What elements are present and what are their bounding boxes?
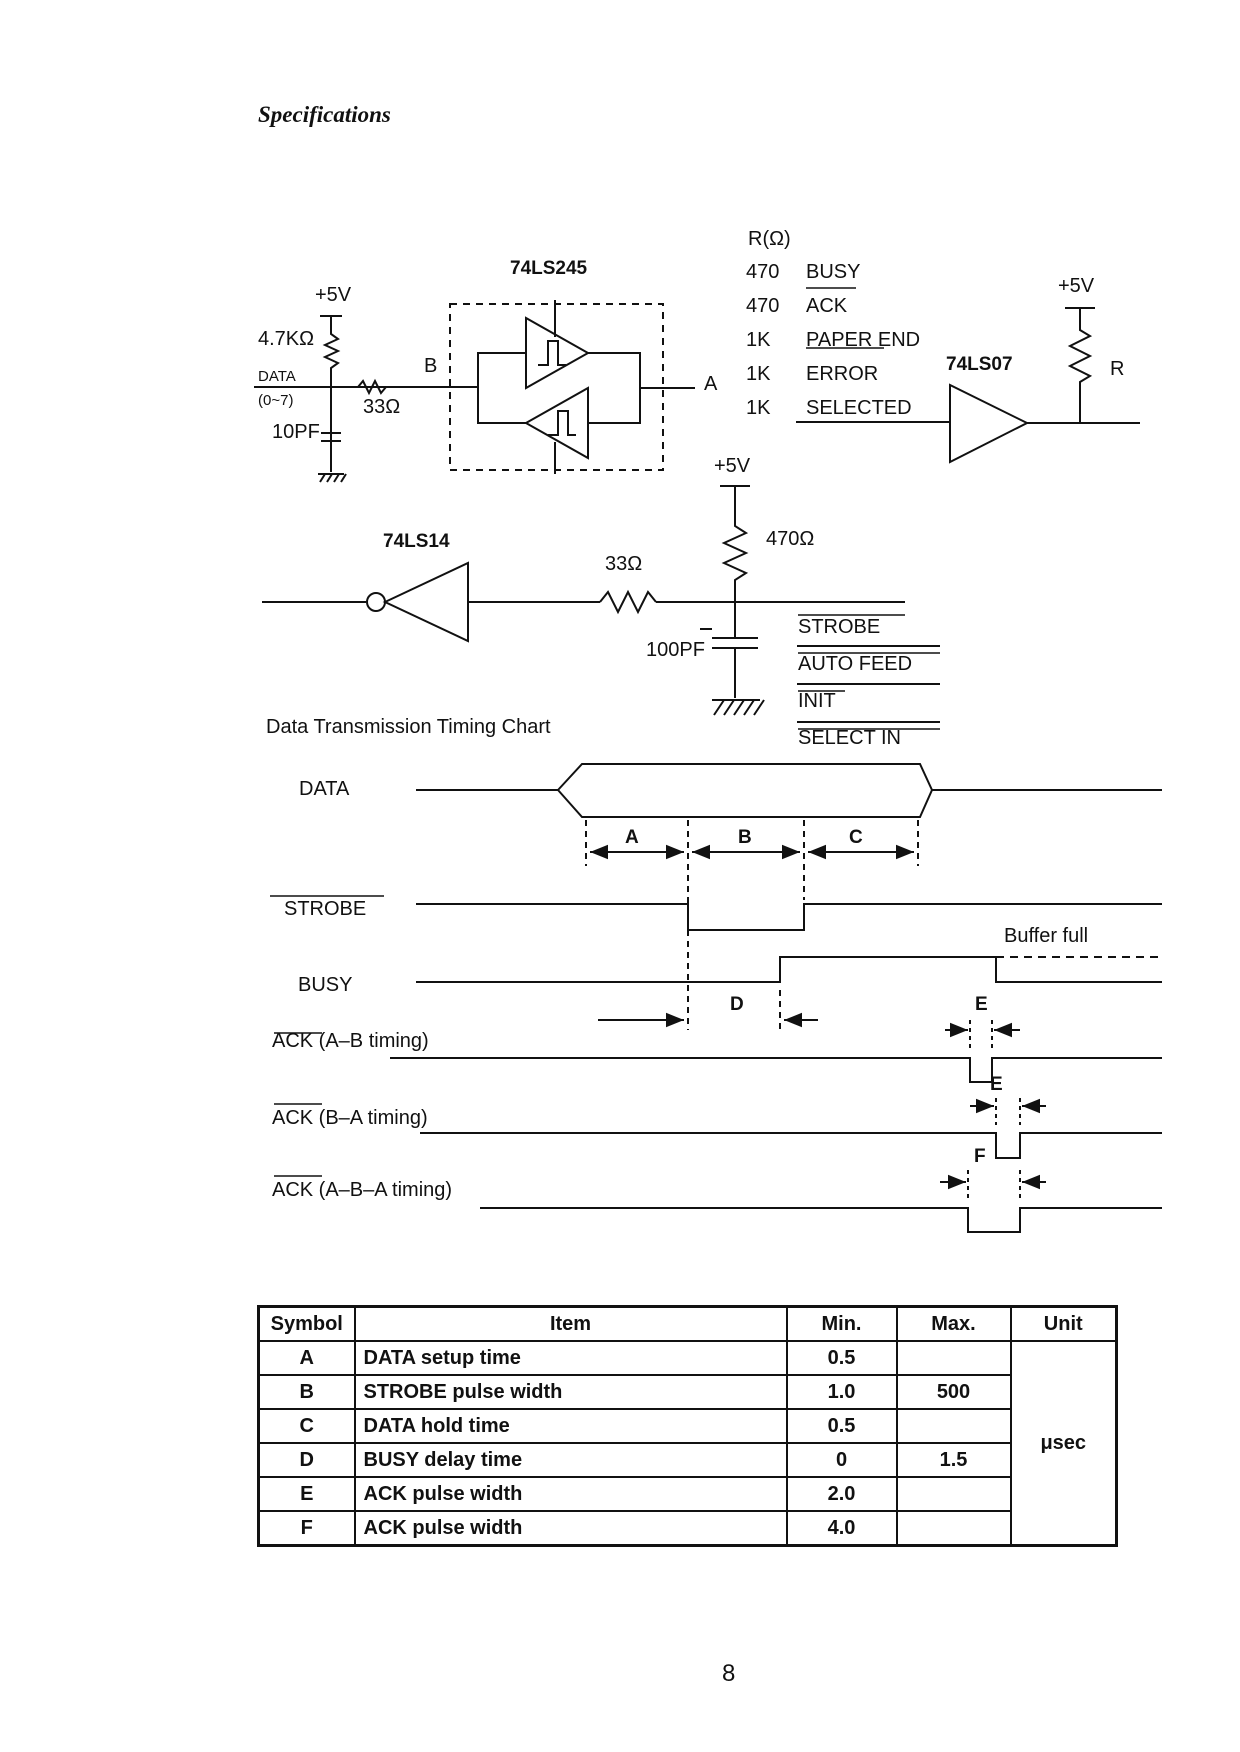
mark-e-2: E [990,1074,1003,1095]
data-range: (0~7) [258,392,293,409]
timing-labels: Data Transmission Timing Chart DATA STRO… [266,716,1088,1201]
r-selected: 1K [746,397,771,419]
col-symbol: Symbol [257,1305,356,1342]
timing-strobe: STROBE [284,898,366,920]
mark-d: D [730,994,744,1015]
sig-auto-feed: AUTO FEED [798,653,912,675]
timing-spec-table: Symbol Item Min. Max. Unit A DATA setup … [257,1305,1118,1547]
timing-title: Data Transmission Timing Chart [266,716,551,738]
cell-item: ACK pulse width [353,1476,788,1512]
r-label: R [1110,358,1124,380]
cell-item: ACK pulse width [353,1510,788,1547]
cap-10pf: 10PF [272,421,320,443]
mark-f: F [974,1146,986,1167]
table-row: E ACK pulse width 2.0 [257,1476,1117,1512]
cell-min: 0.5 [785,1340,898,1376]
cell-symbol: B [257,1374,356,1410]
col-min: Min. [785,1305,898,1342]
cell-min: 2.0 [785,1476,898,1512]
col-unit: Unit [1009,1305,1118,1342]
cell-item: STROBE pulse width [353,1374,788,1410]
mark-e-1: E [975,994,988,1015]
sig-error: ERROR [806,363,878,385]
cell-item: DATA hold time [353,1408,788,1444]
cell-max [895,1510,1012,1547]
cell-symbol: F [257,1510,356,1547]
timing-data: DATA [299,778,350,800]
input-receiver-circuit [262,485,940,723]
output-circuit [796,307,1140,464]
timing-busy: BUSY [298,974,352,996]
table-row: D BUSY delay time 0 1.5 [257,1442,1117,1478]
table-row: F ACK pulse width 4.0 [257,1510,1117,1547]
sig-ack: ACK [806,295,848,317]
timing-waveforms [270,763,1162,1233]
cell-unit: μsec [1009,1340,1118,1547]
r-paper-end: 1K [746,329,771,351]
timing-ack-aba: ACK (A–B–A timing) [272,1179,452,1201]
mark-c: C [849,827,863,848]
table-row: A DATA setup time 0.5 μsec [257,1340,1118,1547]
r-series-33: 33Ω [363,396,400,418]
ic-74ls245-label: 74LS245 [510,258,588,279]
circuit-labels: R(Ω) 470 BUSY 470 ACK 1K PAPER END 1K ER… [258,228,1124,749]
ic-74ls07-label: 74LS07 [946,354,1013,375]
cell-max: 1.5 [895,1442,1012,1478]
r-series-33-mid: 33Ω [605,553,642,575]
cell-symbol: C [257,1408,356,1444]
buffer-full-label: Buffer full [1004,925,1088,947]
table-header-row: Symbol Item Min. Max. Unit [257,1305,1118,1342]
r-ack: 470 [746,295,779,317]
section-title: Specifications [258,102,391,127]
sig-strobe-in: STROBE [798,616,880,638]
r-470: 470Ω [766,528,814,550]
cell-min: 1.0 [785,1374,898,1410]
r-error: 1K [746,363,771,385]
data-input-circuit [254,315,478,483]
cell-item: DATA setup time [353,1340,788,1376]
cell-max: 500 [895,1374,1012,1410]
plus5v-left: +5V [315,284,352,306]
sig-select-in: SELECT IN [798,727,901,749]
sig-selected: SELECTED [806,397,912,419]
cell-item: BUSY delay time [353,1442,788,1478]
cell-max [895,1340,1012,1376]
cell-symbol: E [257,1476,356,1512]
mark-b: B [738,827,752,848]
cell-min: 4.0 [785,1510,898,1547]
cell-min: 0 [785,1442,898,1478]
sig-init: INIT [798,690,836,712]
col-max: Max. [895,1305,1012,1342]
col-item: Item [353,1305,788,1342]
data-label: DATA [258,368,296,385]
mark-a: A [625,827,639,848]
r-busy: 470 [746,261,779,283]
plus5v-middle: +5V [714,455,751,477]
resistor-header: R(Ω) [748,228,791,250]
timing-ack-ba: ACK (B–A timing) [272,1107,428,1129]
timing-ack-ab: ACK (A–B timing) [272,1030,429,1052]
ic-74ls245 [449,300,695,474]
sig-busy: BUSY [806,261,860,283]
cell-max [895,1408,1012,1444]
port-a: A [704,373,718,395]
cell-symbol: A [257,1340,356,1376]
cell-symbol: D [257,1442,356,1478]
cap-100pf: 100PF [646,639,705,661]
table-row: B STROBE pulse width 1.0 500 [257,1374,1117,1410]
table-row: C DATA hold time 0.5 [257,1408,1117,1444]
ic-74ls14-label: 74LS14 [383,531,450,552]
cell-min: 0.5 [785,1408,898,1444]
cell-max [895,1476,1012,1512]
r-pullup-data: 4.7KΩ [258,328,314,350]
page-number: 8 [722,1660,736,1687]
plus5v-right: +5V [1058,275,1095,297]
sig-paper-end: PAPER END [806,329,920,351]
port-b: B [424,355,437,377]
